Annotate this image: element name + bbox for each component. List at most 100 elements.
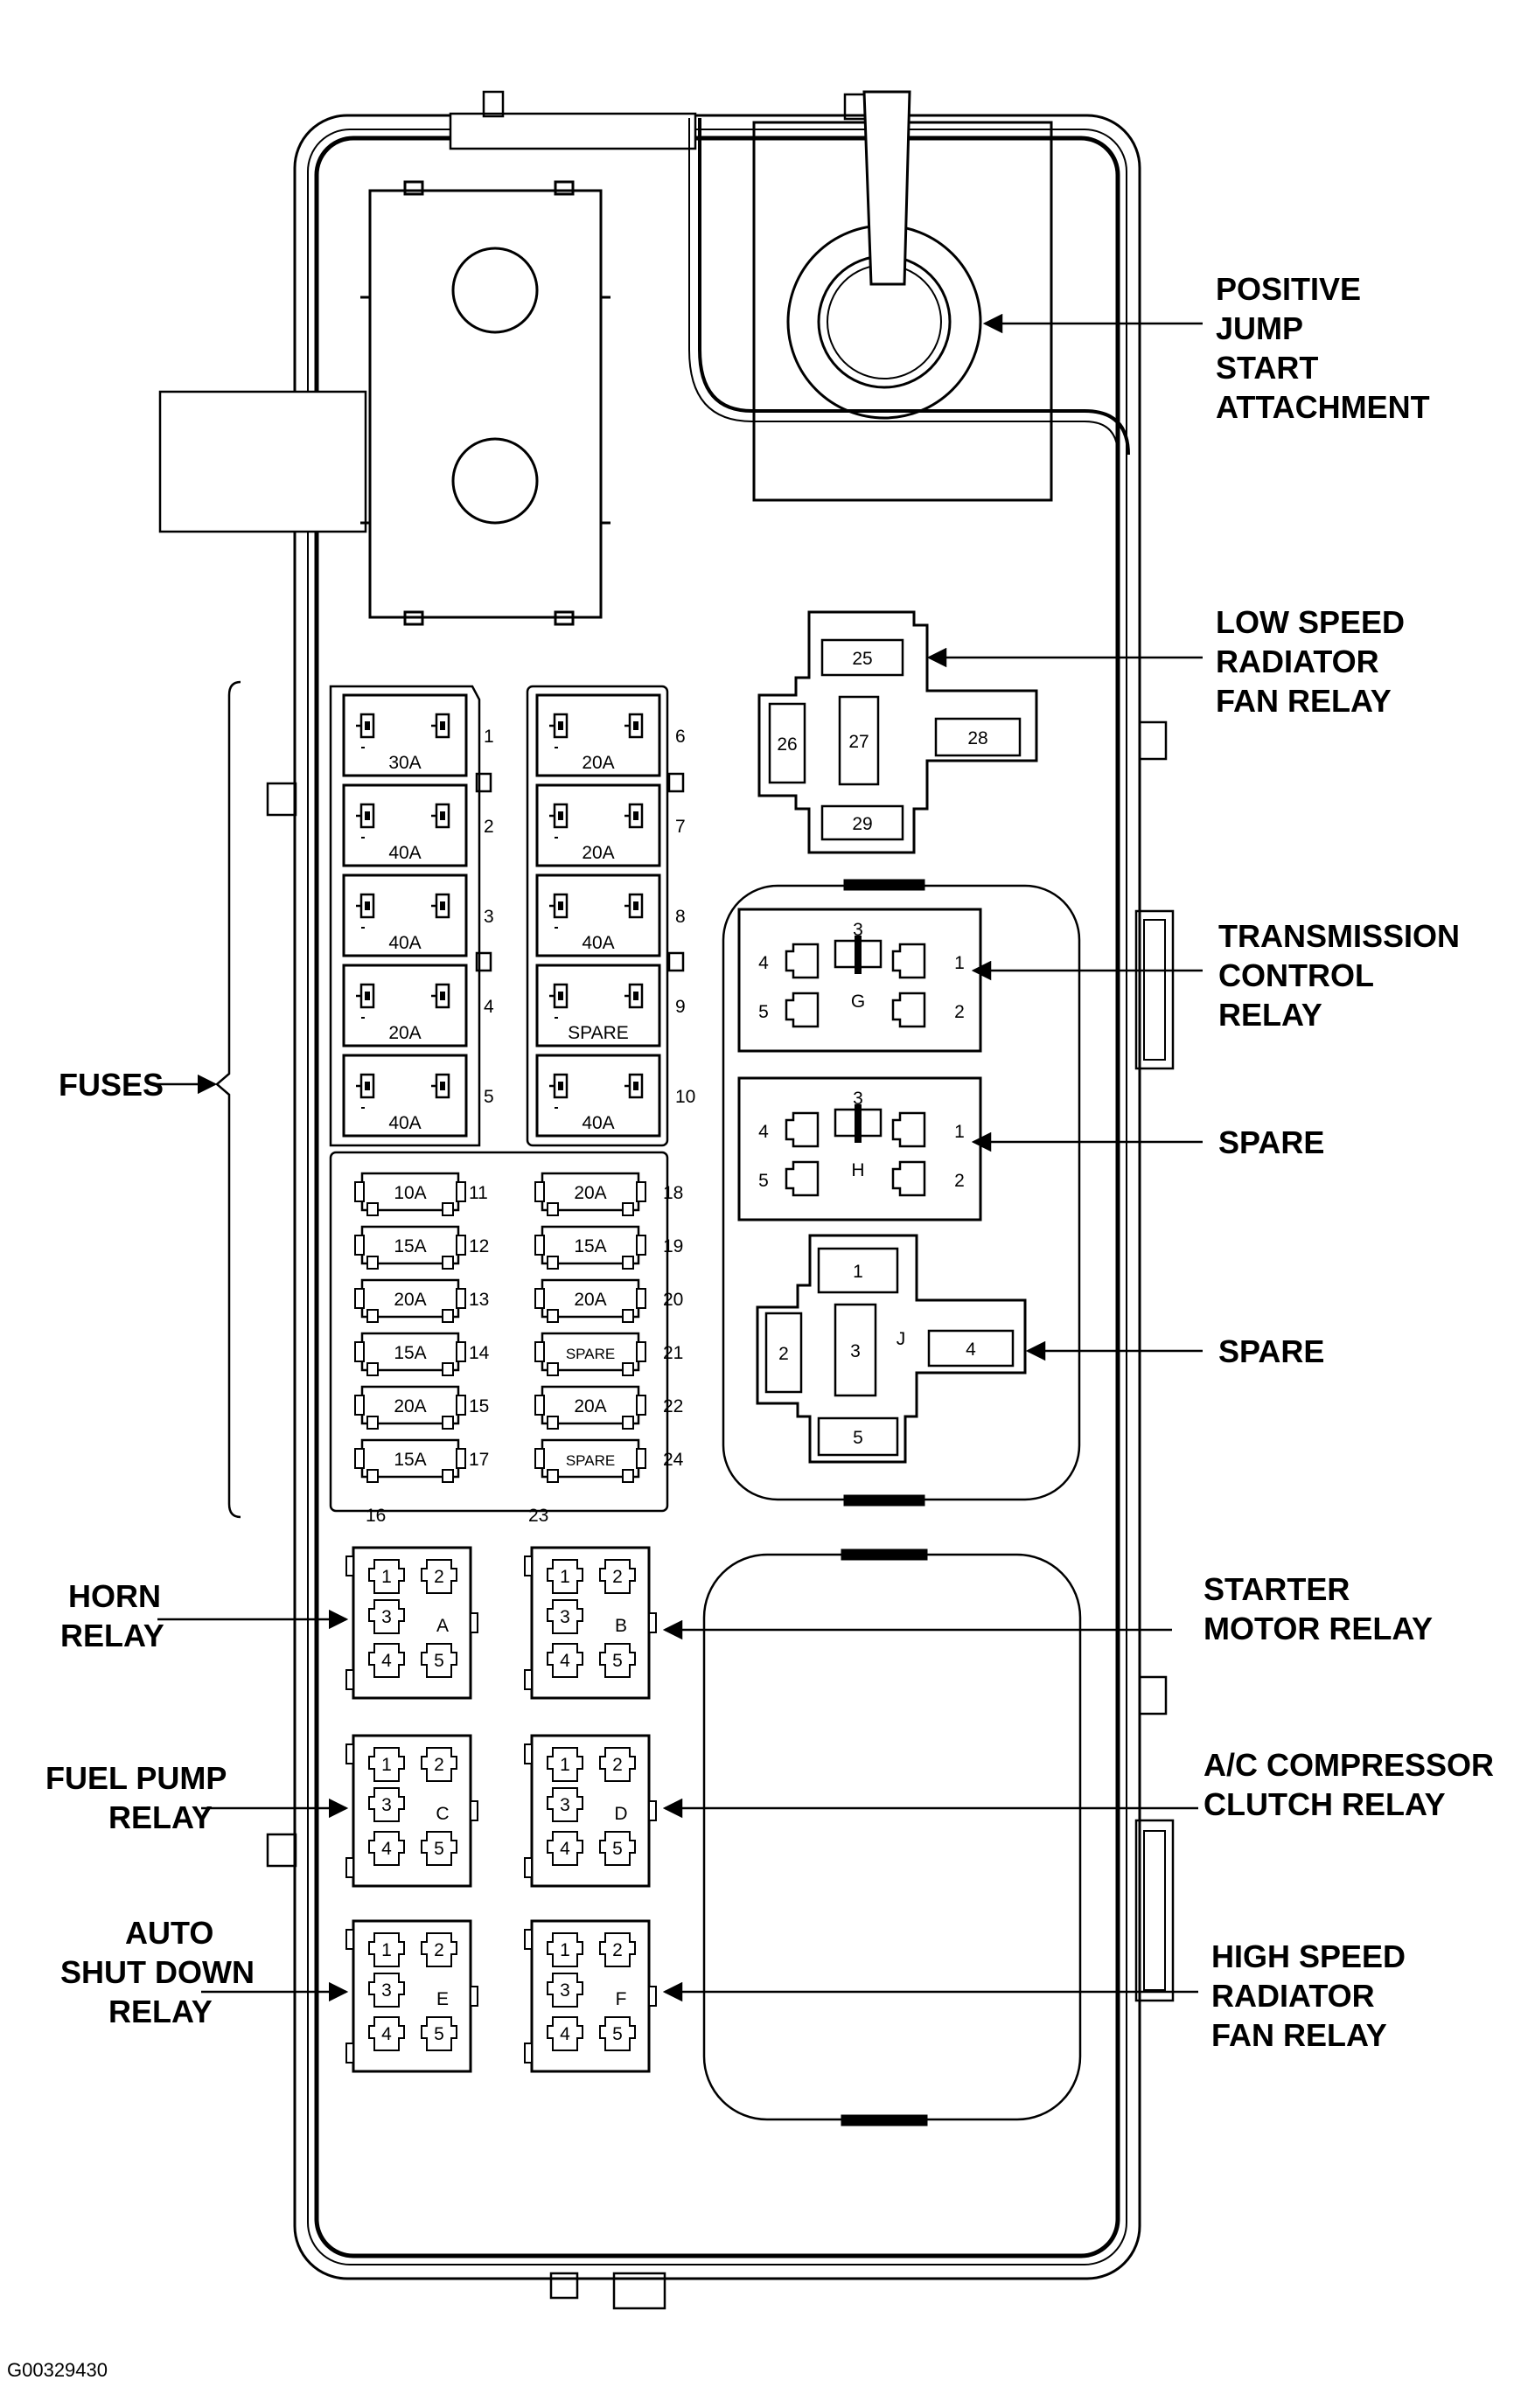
mini-fuse[interactable]: 15A (354, 1225, 466, 1270)
callout-line: ATTACHMENT (1216, 389, 1430, 425)
relay-pin (368, 1787, 405, 1822)
relay-letter: A (436, 1616, 449, 1636)
relay-pin (785, 1111, 820, 1148)
relay-pin-number: 5 (612, 2024, 623, 2044)
mini-fuse[interactable]: 15A (534, 1225, 646, 1270)
fuse-number: 2 (484, 817, 494, 837)
fuse-rating: 15A (574, 1236, 606, 1256)
relay-pin-number: 5 (434, 1651, 444, 1671)
relay-pin-number: 26 (777, 734, 797, 755)
mini-fuse[interactable]: 15A (354, 1332, 466, 1376)
maxi-fuse[interactable]: 20A (535, 783, 661, 867)
relay-pin-number: 1 (954, 953, 965, 973)
relay-letter: J (897, 1329, 906, 1349)
mini-fuse[interactable]: SPARE (534, 1438, 646, 1483)
mini-fuse[interactable]: 20A (354, 1385, 466, 1430)
fuse-number: 6 (675, 727, 686, 747)
mini-fuse[interactable]: 15A (354, 1438, 466, 1483)
relay-pin-number: 2 (434, 1567, 444, 1587)
relay-pin-number: 27 (848, 732, 869, 752)
relay-pin (891, 1111, 926, 1148)
mini-fuse[interactable]: 20A (354, 1278, 466, 1323)
mini-fuse[interactable]: SPARE (534, 1332, 646, 1376)
relay-letter: H (851, 1160, 864, 1180)
fuse-rating: SPARE (568, 1023, 629, 1043)
maxi-fuse[interactable]: 40A (342, 1054, 468, 1138)
relay-pin-number: 1 (381, 1940, 392, 1960)
fuse-rating: 10A (394, 1183, 426, 1203)
fuse-number: 21 (663, 1343, 683, 1363)
relay-letter: C (436, 1804, 449, 1824)
callout-positive-jump-start: POSITIVE JUMP START ATTACHMENT (1216, 271, 1430, 425)
callout-low-speed-fan-relay: LOW SPEED RADIATOR FAN RELAY (1216, 604, 1405, 719)
relay-pin (368, 1599, 405, 1634)
relay-pin-number: 1 (853, 1262, 863, 1282)
mini-fuse-bottom-label-16: 16 (366, 1506, 386, 1526)
relay-pin-number: 2 (954, 1002, 965, 1022)
callout-line: A/C COMPRESSOR (1204, 1747, 1494, 1783)
iso-relay-compartment (722, 879, 1081, 1507)
relay-pin (820, 638, 904, 677)
mini-fuse[interactable]: 20A (534, 1278, 646, 1323)
relay-pin-number: 3 (560, 1980, 570, 2001)
callout-line: STARTER (1204, 1571, 1350, 1607)
relay-pin-number: 3 (381, 1795, 392, 1815)
fuse-number: 11 (469, 1183, 488, 1203)
maxi-fuse[interactable]: 40A (342, 783, 468, 867)
callout-fuses: FUSES (59, 1067, 164, 1103)
maxi-fuse[interactable]: 20A (342, 964, 468, 1047)
relay-letter: G (851, 992, 865, 1012)
relay-pin (421, 2016, 457, 2051)
maxi-fuse[interactable]: 40A (535, 873, 661, 957)
relay-pin (599, 1831, 636, 1866)
maxi-fuse[interactable]: 40A (342, 873, 468, 957)
callout-line: LOW SPEED (1216, 604, 1405, 640)
fuse-rating: 15A (394, 1343, 426, 1363)
mini-fuse[interactable]: 20A (534, 1172, 646, 1216)
relay-pin (421, 1932, 457, 1967)
mini-fuse[interactable]: 20A (534, 1385, 646, 1430)
callout-horn-relay: HORN RELAY (60, 1578, 164, 1653)
fuse-rating: 40A (388, 843, 421, 863)
relay-pin-number: 2 (612, 1755, 623, 1775)
relay-pin-number: 29 (852, 814, 872, 834)
maxi-fuse[interactable]: 40A (535, 1054, 661, 1138)
fuse-rating: 40A (582, 1113, 614, 1133)
relay-pin-number: 3 (560, 1607, 570, 1627)
fuse-number: 20 (663, 1290, 683, 1310)
fuse-rating: 40A (582, 933, 614, 953)
relay-pin-number: 4 (381, 1839, 392, 1859)
callout-line: RELAY (108, 1994, 213, 2029)
fuse-rating: SPARE (566, 1346, 615, 1362)
relay-pin (764, 1312, 803, 1394)
relay-pin-number: 1 (560, 1940, 570, 1960)
maxi-fuse[interactable]: 20A (535, 693, 661, 777)
relay-pin-number: 3 (381, 1607, 392, 1627)
relay-pin-number: 5 (434, 1839, 444, 1859)
relay-pin-number: 2 (954, 1171, 965, 1191)
maxi-fuse[interactable]: SPARE (535, 964, 661, 1047)
relay-pin (820, 804, 904, 841)
fuse-rating: 30A (388, 753, 421, 773)
relay-pin-number: 1 (381, 1567, 392, 1587)
relay-pin (368, 1747, 405, 1782)
relay-pin-number: 1 (954, 1122, 965, 1142)
relay-pin (768, 702, 806, 784)
fuses-bracket (215, 680, 241, 1519)
maxi-fuse[interactable]: 30A (342, 693, 468, 777)
relay-letter: B (615, 1616, 627, 1636)
mini-fuse[interactable]: 10A (354, 1172, 466, 1216)
callout-auto-shut-down-relay: AUTO SHUT DOWN RELAY (60, 1915, 255, 2029)
relay-pin (599, 1932, 636, 1967)
